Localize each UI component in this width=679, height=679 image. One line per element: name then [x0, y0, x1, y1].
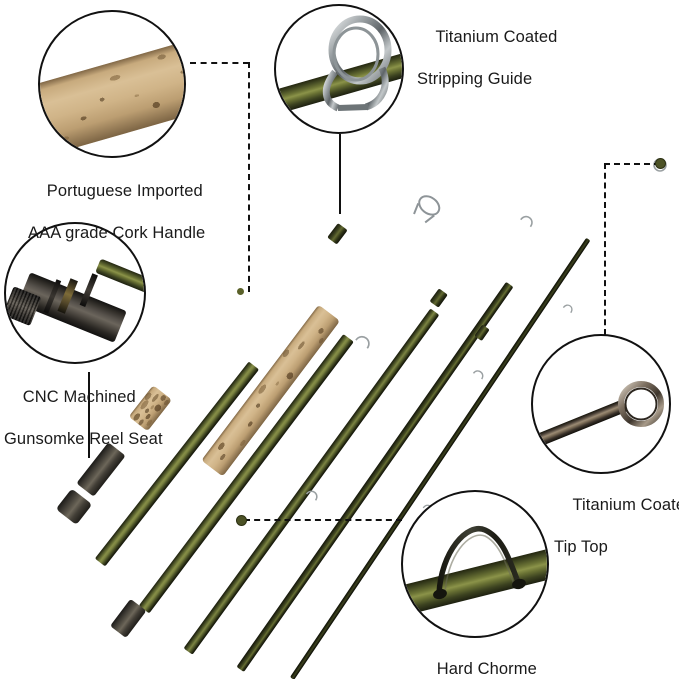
- label-stripping-guide: Titanium Coated Stripping Guide: [417, 6, 557, 132]
- label-tip-top-line2: Tip Top: [554, 538, 608, 556]
- label-cork-handle: Portuguese Imported AAA grade Cork Handl…: [28, 160, 205, 286]
- label-cork-handle-line2: AAA grade Cork Handle: [28, 224, 206, 242]
- ferrule-section-3: [429, 288, 448, 308]
- snake-guide-wire: [433, 526, 526, 600]
- tip-top-ring: [618, 381, 664, 427]
- label-tip-top: Titanium Coated Tip Top: [554, 474, 679, 600]
- callout-circle-cork-handle: [38, 10, 186, 158]
- snake-guide-closeup-image: [403, 492, 547, 636]
- leader-reelseat-vertical: [88, 372, 90, 458]
- snake-guide-4b: [471, 363, 489, 381]
- tip-top-closeup-image: [533, 336, 669, 472]
- leader-tiptop-anchor-dot: [655, 158, 666, 169]
- label-reel-seat: CNC Machined Gunsomke Reel Seat: [4, 366, 163, 492]
- callout-circle-tip-top: [531, 334, 671, 474]
- cork-closeup-image: [40, 12, 184, 156]
- callout-circle-stripping-guide: [274, 4, 404, 134]
- label-hard-chrome-guide-line1: Hard Chorme: [436, 660, 537, 678]
- leader-chromeguide-horizontal: [244, 519, 402, 521]
- callout-circle-reel-seat: [4, 222, 146, 364]
- label-tip-top-line1: Titanium Coated: [572, 496, 679, 514]
- stripping-guide-ring: [322, 15, 392, 112]
- leader-cork-horizontal: [190, 62, 249, 64]
- leader-chromeguide-anchor-dot: [236, 515, 247, 526]
- label-cork-handle-line1: Portuguese Imported: [46, 182, 203, 200]
- label-reel-seat-line2: Gunsomke Reel Seat: [4, 430, 163, 448]
- label-stripping-guide-line2: Stripping Guide: [417, 70, 533, 88]
- label-reel-seat-line1: CNC Machined: [22, 388, 136, 406]
- rod-section-3: [183, 308, 440, 655]
- snake-guide-3a: [354, 328, 377, 351]
- cork-grip-marker-dot: [237, 288, 244, 295]
- reel-seat-butt-cap: [55, 488, 93, 526]
- stripping-guide-closeup-image: [276, 6, 402, 132]
- leader-tiptop-horizontal: [604, 163, 660, 165]
- callout-circle-hard-chrome-guide: [401, 490, 549, 638]
- leader-stripguide-vertical: [339, 134, 341, 214]
- snake-guide-4c: [561, 298, 578, 314]
- leader-cork-vertical: [248, 62, 250, 292]
- stripping-guide-on-rod: [405, 190, 446, 232]
- snake-guide-3b: [519, 208, 540, 229]
- label-hard-chrome-guide: Hard Chorme Plated Guide: [418, 638, 537, 679]
- leader-tiptop-vertical: [604, 163, 606, 335]
- ferrule-section-2: [327, 223, 348, 245]
- snake-guide-4a: [304, 483, 324, 502]
- cork-closeup-bar: [40, 29, 184, 156]
- label-stripping-guide-line1: Titanium Coated: [435, 28, 558, 46]
